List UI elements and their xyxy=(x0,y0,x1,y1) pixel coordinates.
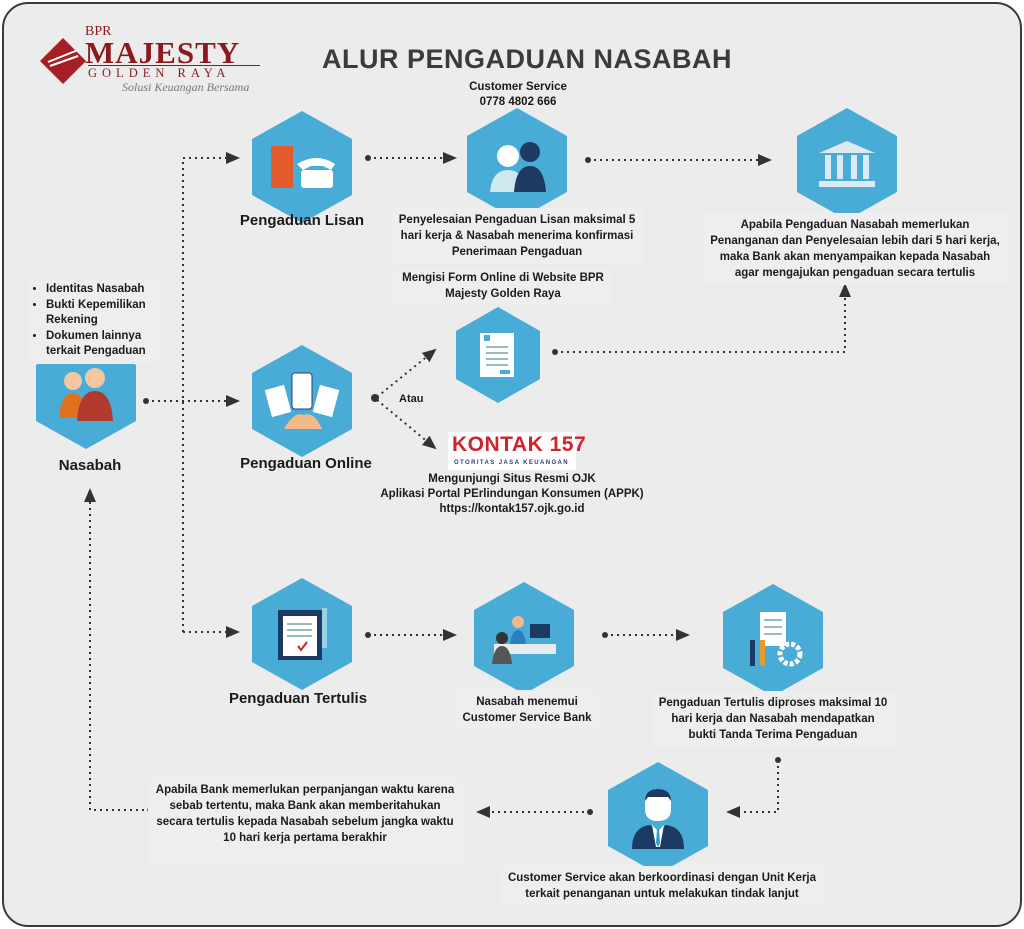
nasabah-label: Nasabah xyxy=(58,457,122,474)
desc-line: secara tertulis kepada Nasabah sebelum j… xyxy=(156,816,454,828)
kontak-157-logo[interactable]: KONTAK 157 OTORITAS JASA KEUANGAN xyxy=(448,432,586,470)
form-document-icon xyxy=(480,333,514,377)
pengaduan-lisan-label: Pengaduan Lisan xyxy=(239,212,365,229)
kontak-logo-sub: OTORITAS JASA KEUANGAN xyxy=(454,460,570,466)
desc-line: maka Bank akan menyampaikan kepada Nasab… xyxy=(719,251,991,263)
logo-mark-icon xyxy=(40,38,86,84)
telephone-icon xyxy=(271,146,335,188)
online-form-desc: Mengisi Form Online di Website BPR Majes… xyxy=(394,268,612,304)
cs-meeting-desc: Nasabah menemui Customer Service Bank xyxy=(454,690,600,730)
pengaduan-tertulis-label: Pengaduan Tertulis xyxy=(228,690,368,707)
extension-notice-desc: Apabila Bank memerlukan perpanjangan wak… xyxy=(147,778,463,866)
cs-desk-icon xyxy=(492,616,556,664)
page-title: ALUR PENGADUAN NASABAH xyxy=(321,44,733,74)
customer-service-contact: Customer Service 0778 4802 666 xyxy=(469,80,567,110)
written-document-icon xyxy=(278,608,327,660)
requirements-list: Identitas Nasabah Bukti Kepemilikan Reke… xyxy=(28,278,159,364)
kontak-logo-text: KONTAK 157 xyxy=(452,433,587,456)
logo-sub: GOLDEN RAYA xyxy=(88,66,231,80)
bank-building-icon xyxy=(819,141,875,187)
ojk-url-link[interactable]: https://kontak157.ojk.go.id xyxy=(439,503,585,515)
desc-line: Pengaduan Tertulis diproses maksimal 10 xyxy=(658,697,888,709)
desc-line: 10 hari kerja pertama berakhir xyxy=(223,832,387,844)
desc-line: Aplikasi Portal PErlindungan Konsumen (A… xyxy=(380,488,644,500)
requirement-item: Dokumen lainnya terkait Pengaduan xyxy=(46,329,151,360)
bpr-logo: BPR MAJESTY GOLDEN RAYA Solusi Keuangan … xyxy=(38,24,278,100)
lisan-resolution-desc: Penyelesaian Pengaduan Lisan maksimal 5 … xyxy=(390,208,644,264)
desc-line: Mengunjungi Situs Resmi OJK xyxy=(428,473,596,485)
logo-prefix: BPR xyxy=(85,24,112,39)
pengaduan-tertulis-hex xyxy=(252,578,352,690)
cs-officer-hex xyxy=(608,762,708,874)
desc-line: Apabila Pengaduan Nasabah memerlukan xyxy=(740,219,970,231)
coordination-desc: Customer Service akan berkoordinasi deng… xyxy=(499,866,825,906)
desc-line: Mengisi Form Online di Website BPR xyxy=(402,272,604,284)
logo-tagline: Solusi Keuangan Bersama xyxy=(122,80,250,94)
online-form-hex xyxy=(456,307,540,403)
desc-line: Apabila Bank memerlukan perpanjangan wak… xyxy=(155,784,455,796)
bank-escalation-desc: Apabila Pengaduan Nasabah memerlukan Pen… xyxy=(702,213,1008,285)
processing-hex xyxy=(723,584,823,696)
desc-line: Customer Service Bank xyxy=(462,712,592,724)
call-center-icon xyxy=(490,142,546,192)
desc-line: Penanganan dan Penyelesaian lebih dari 5… xyxy=(710,235,1000,247)
desc-line: Nasabah menemui xyxy=(476,696,578,708)
businessman-icon xyxy=(632,789,684,849)
desc-line: hari kerja dan Nasabah mendapatkan xyxy=(671,713,875,725)
requirement-item: Identitas Nasabah xyxy=(46,282,151,298)
cs-title: Customer Service xyxy=(469,81,567,93)
logo-name: MAJESTY xyxy=(85,35,241,70)
desc-line: terkait penanganan untuk melakukan tinda… xyxy=(525,888,799,900)
requirement-item: Bukti Kepemilikan Rekening xyxy=(46,298,146,329)
cs-phone[interactable]: 0778 4802 666 xyxy=(479,96,557,108)
desc-line: agar mengajukan pengaduan secara tertuli… xyxy=(734,267,976,279)
customer-service-desk-hex xyxy=(474,582,574,694)
desc-line: hari kerja & Nasabah menerima konfirmasi xyxy=(400,230,634,242)
online-devices-icon xyxy=(264,372,340,429)
desc-line: bukti Tanda Terima Pengaduan xyxy=(688,729,858,741)
desc-line: Penerimaan Pengaduan xyxy=(451,246,583,258)
tertulis-processing-desc: Pengaduan Tertulis diproses maksimal 10 … xyxy=(650,691,896,747)
bank-hex xyxy=(797,108,897,220)
desc-line: Penyelesaian Pengaduan Lisan maksimal 5 xyxy=(398,214,636,226)
ojk-desc: Mengunjungi Situs Resmi OJK Aplikasi Por… xyxy=(380,472,643,517)
desc-line: Customer Service akan berkoordinasi deng… xyxy=(507,872,817,884)
or-label: Atau xyxy=(399,393,424,405)
desc-line: Majesty Golden Raya xyxy=(445,288,561,300)
customers-icon xyxy=(59,368,113,421)
desc-line: sebab tertentu, maka Bank akan memberita… xyxy=(169,800,441,812)
document-gear-icon xyxy=(750,612,803,667)
pengaduan-online-label: Pengaduan Online xyxy=(240,455,372,472)
